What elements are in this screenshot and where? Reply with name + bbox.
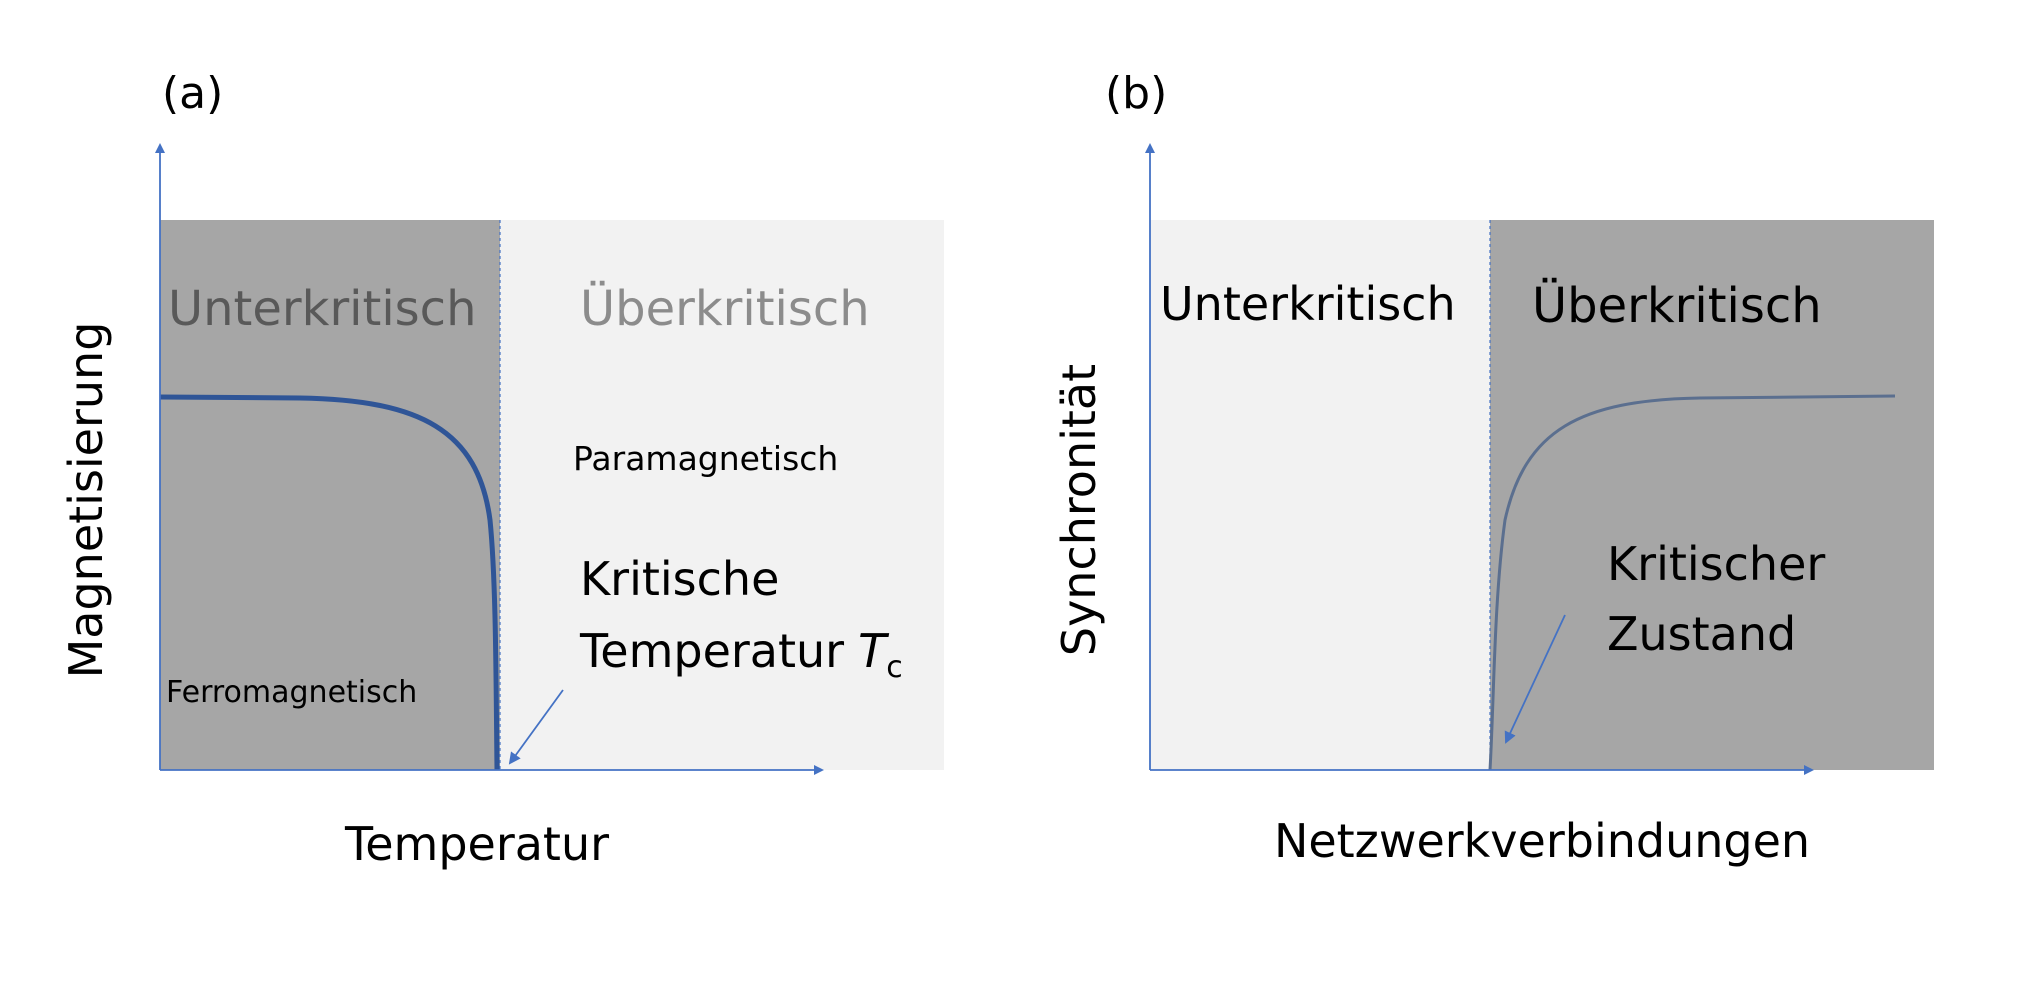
- panel-a-annotation-line2: Temperatur Tc: [579, 624, 903, 685]
- panel-b-label: (b): [1105, 68, 1167, 119]
- panel-a-region-left-label: Unterkritisch: [168, 281, 476, 337]
- panel-a-annotation-symbol: T: [858, 624, 890, 678]
- panel-a-annotation-line1: Kritische: [580, 552, 779, 606]
- panel-a-x-axis-label: Temperatur: [344, 817, 609, 871]
- panel-a-phase-right-label: Paramagnetisch: [573, 439, 838, 478]
- panel-a-annotation-word: Temperatur: [579, 624, 844, 678]
- panel-a: (a) Unterkritisch Überkritisch Paramagne…: [59, 68, 944, 871]
- panel-a-magnetisation-curve: [159, 394, 500, 771]
- panel-b-supercritical-region: [1490, 220, 1934, 770]
- panel-b: (b) Unterkritisch Überkritisch Kritische…: [1052, 68, 1934, 868]
- panel-b-region-left-label: Unterkritisch: [1160, 277, 1456, 331]
- panel-a-label: (a): [162, 68, 223, 119]
- panel-a-y-axis-label: Magnetisierung: [59, 322, 113, 679]
- panel-b-annotation-line1: Kritischer: [1607, 537, 1825, 591]
- panel-a-supercritical-region: [500, 220, 944, 770]
- panel-a-annotation-pointer: [508, 689, 564, 765]
- panel-b-y-axis-label: Synchronität: [1052, 364, 1106, 656]
- panel-b-synchronisation-curve: [1488, 394, 1896, 771]
- panel-b-region-right-label: Überkritisch: [1532, 278, 1822, 334]
- panel-b-annotation-pointer: [1504, 614, 1566, 744]
- panel-a-subcritical-region: [160, 220, 500, 770]
- panel-a-annotation-subscript: c: [886, 650, 903, 685]
- panel-b-x-axis-label: Netzwerkverbindungen: [1274, 814, 1810, 868]
- panel-b-annotation-line2: Zustand: [1607, 607, 1796, 661]
- panel-a-phase-left-label: Ferromagnetisch: [166, 675, 417, 710]
- panel-b-subcritical-region: [1150, 220, 1490, 770]
- panel-a-region-right-label: Überkritisch: [580, 281, 870, 337]
